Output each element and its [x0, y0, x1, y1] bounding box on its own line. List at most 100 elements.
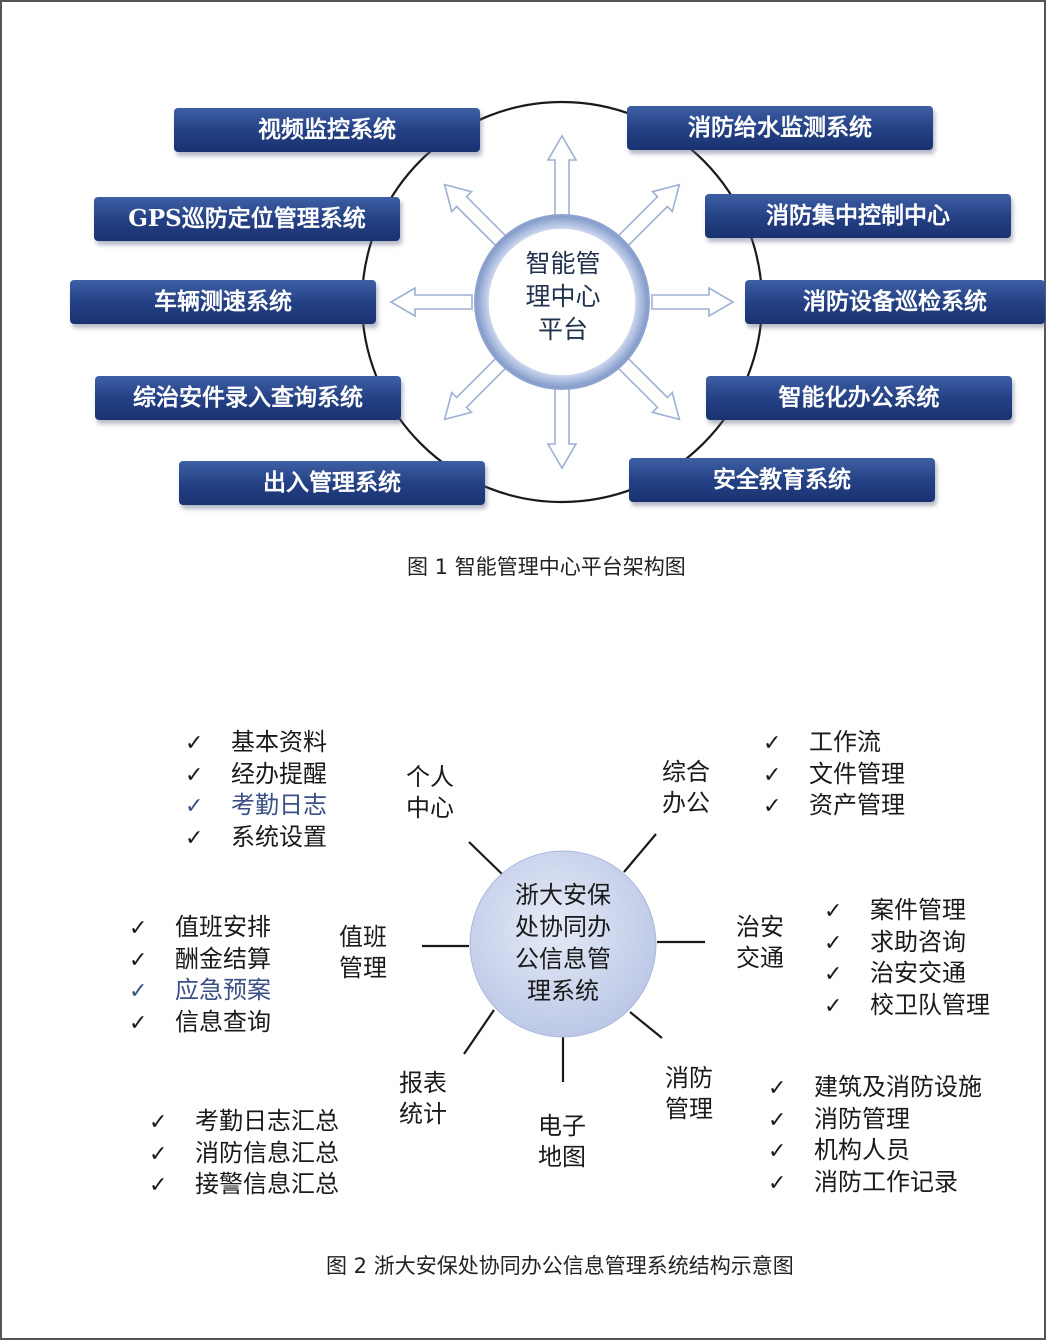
- hub2-label: 浙大安保 处协同办 公信息管 理系统: [488, 879, 638, 1007]
- module-name-line: 治安: [736, 913, 784, 941]
- arrow-down-left: [443, 356, 508, 421]
- module-security-traffic: 治安 交通: [736, 912, 784, 974]
- module-name-line: 值班: [339, 923, 387, 951]
- list-item: ✓求助咨询: [824, 927, 990, 959]
- list-item: ✓机构人员: [768, 1135, 982, 1167]
- list-item: ✓应急预案: [129, 975, 271, 1007]
- module-report-statistics: 报表 统计: [399, 1068, 447, 1130]
- system-box-fire-equipment-inspection: 消防设备巡检系统: [745, 280, 1045, 324]
- hub2-line: 浙大安保: [515, 881, 611, 909]
- check-icon: ✓: [768, 1107, 787, 1133]
- list-item: ✓值班安排: [129, 912, 271, 944]
- hub2-circle: [469, 850, 657, 1038]
- radial-arrows: [389, 134, 735, 470]
- hub2-line: 理系统: [527, 977, 599, 1005]
- system-box-access-management: 出入管理系统: [179, 461, 485, 505]
- list-item: ✓信息查询: [129, 1007, 271, 1039]
- arrow-down-right: [616, 356, 681, 421]
- check-icon: ✓: [824, 930, 843, 956]
- list-item: ✓文件管理: [763, 759, 905, 791]
- arrow-left: [389, 286, 473, 318]
- module-name-line: 报表: [399, 1069, 447, 1097]
- check-icon: ✓: [763, 762, 782, 788]
- checklist-report-statistics: ✓考勤日志汇总 ✓消防信息汇总 ✓接警信息汇总: [149, 1106, 339, 1201]
- list-item: ✓资产管理: [763, 790, 905, 822]
- list-item: ✓治安交通: [824, 958, 990, 990]
- hub1-line: 平台: [537, 315, 588, 344]
- figure2-caption: 图 2 浙大安保处协同办公信息管理系统结构示意图: [326, 1254, 794, 1278]
- spoke-fire: [629, 1011, 663, 1039]
- module-name-line: 管理: [339, 954, 387, 982]
- check-icon: ✓: [185, 794, 204, 819]
- arrow-up-right: [616, 183, 681, 248]
- module-personal-center: 个人 中心: [406, 762, 454, 824]
- system-box-fire-water-monitoring: 消防给水监测系统: [627, 106, 933, 150]
- figure2-spokes: [422, 833, 705, 1082]
- check-icon: ✓: [129, 979, 148, 1004]
- system-box-smart-office: 智能化办公系统: [706, 376, 1012, 420]
- list-item: ✓工作流: [763, 727, 905, 759]
- list-item: ✓消防工作记录: [768, 1167, 982, 1199]
- list-item: ✓消防管理: [768, 1104, 982, 1136]
- module-electronic-map: 电子 地图: [538, 1111, 586, 1173]
- hub2-line: 公信息管: [515, 945, 611, 973]
- system-box-gps-patrol: GPS巡防定位管理系统: [94, 197, 400, 241]
- module-name-line: 统计: [399, 1100, 447, 1128]
- checklist-security-traffic: ✓案件管理 ✓求助咨询 ✓治安交通 ✓校卫队管理: [824, 895, 990, 1021]
- spoke-report: [463, 1009, 495, 1055]
- list-item: ✓系统设置: [185, 822, 327, 854]
- figure1-caption: 图 1 智能管理中心平台架构图: [407, 555, 686, 579]
- list-item: ✓接警信息汇总: [149, 1169, 339, 1201]
- check-icon: ✓: [185, 762, 204, 788]
- module-name-line: 办公: [662, 789, 710, 817]
- system-box-security-case-entry: 综治安件录入查询系统: [95, 376, 401, 420]
- check-icon: ✓: [824, 899, 843, 924]
- check-icon: ✓: [185, 731, 204, 756]
- check-icon: ✓: [768, 1076, 787, 1101]
- checklist-duty-management: ✓值班安排 ✓酬金结算 ✓应急预案 ✓信息查询: [129, 912, 271, 1038]
- module-name-line: 电子: [538, 1112, 586, 1140]
- list-item: ✓考勤日志: [185, 790, 327, 822]
- module-fire-management: 消防 管理: [665, 1063, 713, 1125]
- check-icon: ✓: [149, 1110, 168, 1135]
- check-icon: ✓: [763, 794, 782, 819]
- system-box-fire-central-control: 消防集中控制中心: [705, 194, 1011, 238]
- module-duty-management: 值班 管理: [339, 922, 387, 984]
- module-name-line: 个人: [406, 763, 454, 791]
- check-icon: ✓: [149, 1173, 168, 1198]
- check-icon: ✓: [129, 947, 148, 973]
- spoke-office: [623, 833, 657, 873]
- module-name-line: 中心: [406, 794, 454, 822]
- module-name-line: 综合: [662, 758, 710, 786]
- module-name-line: 管理: [665, 1095, 713, 1123]
- checklist-general-office: ✓工作流 ✓文件管理 ✓资产管理: [763, 727, 905, 822]
- list-item: ✓消防信息汇总: [149, 1138, 339, 1170]
- check-icon: ✓: [824, 962, 843, 987]
- check-icon: ✓: [763, 731, 782, 756]
- module-name-line: 交通: [736, 944, 784, 972]
- system-box-vehicle-speed: 车辆测速系统: [70, 280, 376, 324]
- module-name-line: 消防: [665, 1064, 713, 1092]
- arrow-down: [546, 386, 578, 470]
- list-item: ✓校卫队管理: [824, 990, 990, 1022]
- arrow-up: [546, 134, 578, 218]
- arrow-up-left: [443, 183, 508, 248]
- module-name-line: 地图: [538, 1143, 586, 1171]
- list-item: ✓酬金结算: [129, 944, 271, 976]
- check-icon: ✓: [185, 825, 204, 851]
- hub1-line: 理中心: [525, 282, 601, 311]
- spoke-personal: [468, 841, 503, 875]
- list-item: ✓案件管理: [824, 895, 990, 927]
- module-general-office: 综合 办公: [662, 757, 710, 819]
- checklist-fire-management: ✓建筑及消防设施 ✓消防管理 ✓机构人员 ✓消防工作记录: [768, 1072, 982, 1198]
- system-box-video-surveillance: 视频监控系统: [174, 108, 480, 152]
- system-box-safety-education: 安全教育系统: [629, 458, 935, 502]
- check-icon: ✓: [129, 1010, 148, 1036]
- hub-inner: [487, 227, 637, 377]
- hub2-line: 处协同办: [515, 913, 611, 941]
- check-icon: ✓: [768, 1170, 787, 1196]
- list-item: ✓基本资料: [185, 727, 327, 759]
- list-item: ✓经办提醒: [185, 759, 327, 791]
